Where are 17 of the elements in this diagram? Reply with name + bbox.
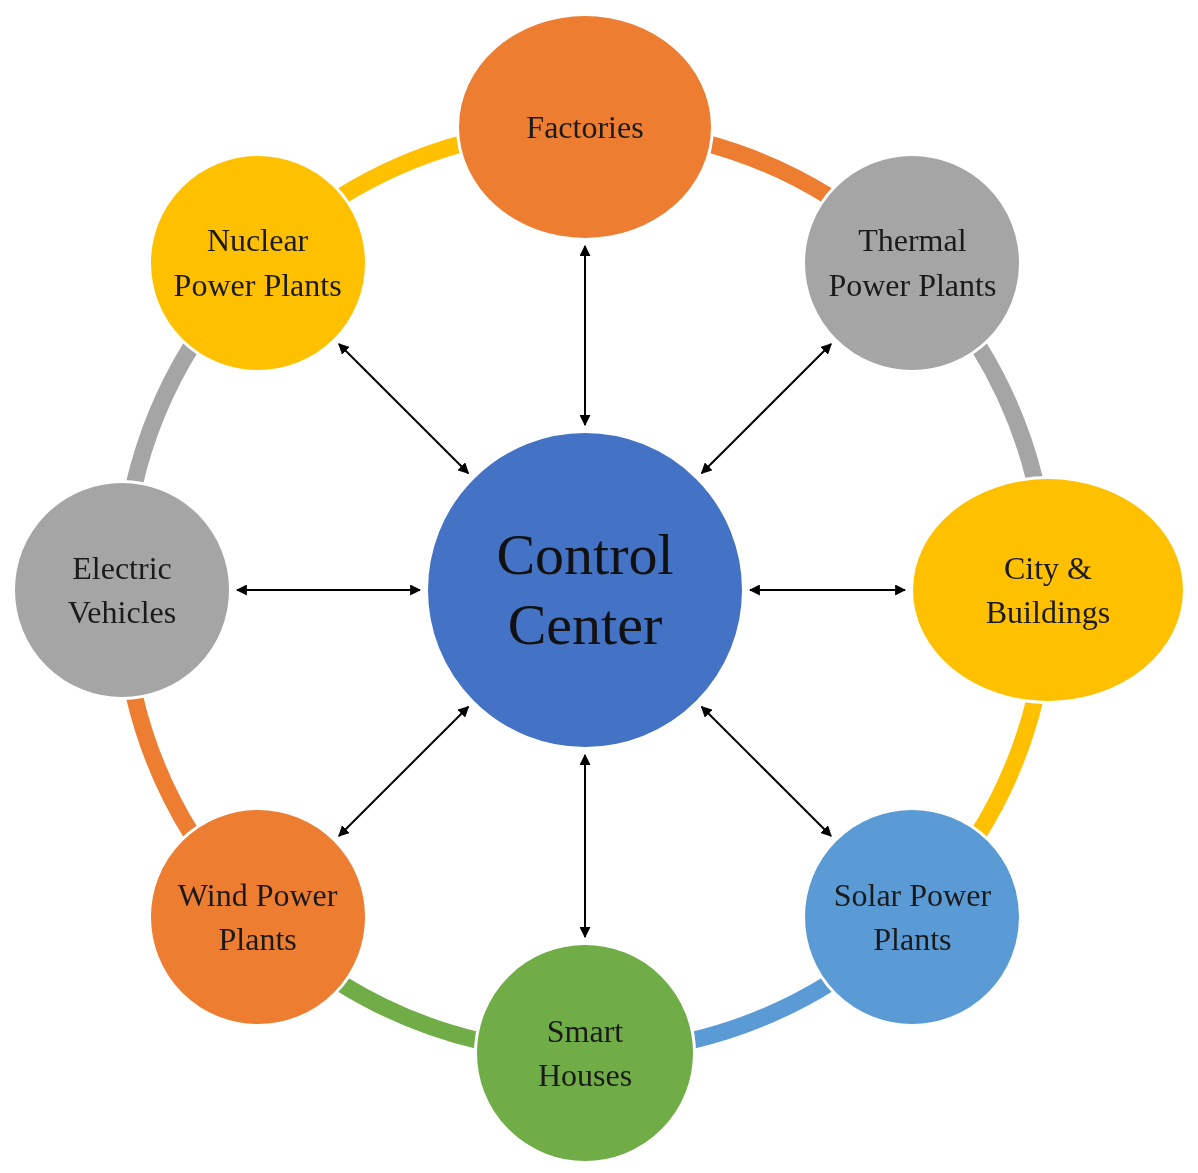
double-arrow	[579, 753, 591, 939]
node-label: Smart Houses	[536, 1011, 634, 1095]
node-label: City & Buildings	[984, 548, 1112, 632]
node-label: Electric Vehicles	[66, 548, 178, 632]
double-arrow	[700, 705, 833, 838]
node-label: Solar Power Plants	[832, 876, 993, 960]
double-arrow	[235, 584, 422, 596]
node-label: Factories	[526, 107, 644, 147]
node-label: Control Center	[495, 521, 675, 659]
double-arrow	[579, 244, 591, 427]
node-label: Thermal Power Plants	[827, 221, 998, 305]
double-arrow	[337, 342, 470, 475]
node-label: Wind Power Plants	[176, 876, 339, 960]
double-arrow	[748, 584, 907, 596]
node-label: Nuclear Power Plants	[172, 221, 343, 305]
double-arrow	[700, 342, 833, 475]
double-arrow	[337, 705, 470, 838]
